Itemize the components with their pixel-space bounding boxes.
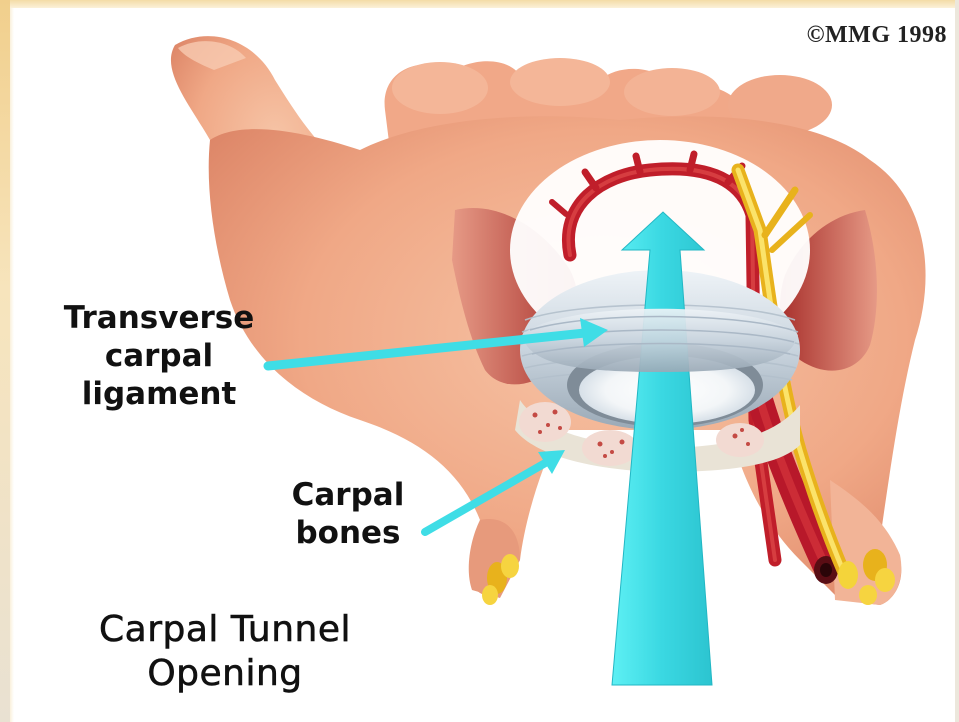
label-line: ligament bbox=[34, 376, 284, 414]
label-line: Transverse bbox=[34, 300, 284, 338]
label-line: carpal bbox=[34, 338, 284, 376]
label-line: Carpal bbox=[268, 477, 428, 515]
ligament-front-band bbox=[522, 309, 798, 372]
copyright-notice: ©MMG 1998 bbox=[807, 22, 947, 49]
label-carpal-bones: Carpal bones bbox=[268, 477, 428, 553]
diagram-title: Carpal Tunnel Opening bbox=[60, 608, 390, 696]
title-line: Carpal Tunnel bbox=[60, 608, 390, 652]
label-transverse-carpal-ligament: Transverse carpal ligament bbox=[34, 300, 284, 413]
label-line: bones bbox=[268, 515, 428, 553]
title-line: Opening bbox=[60, 652, 390, 696]
